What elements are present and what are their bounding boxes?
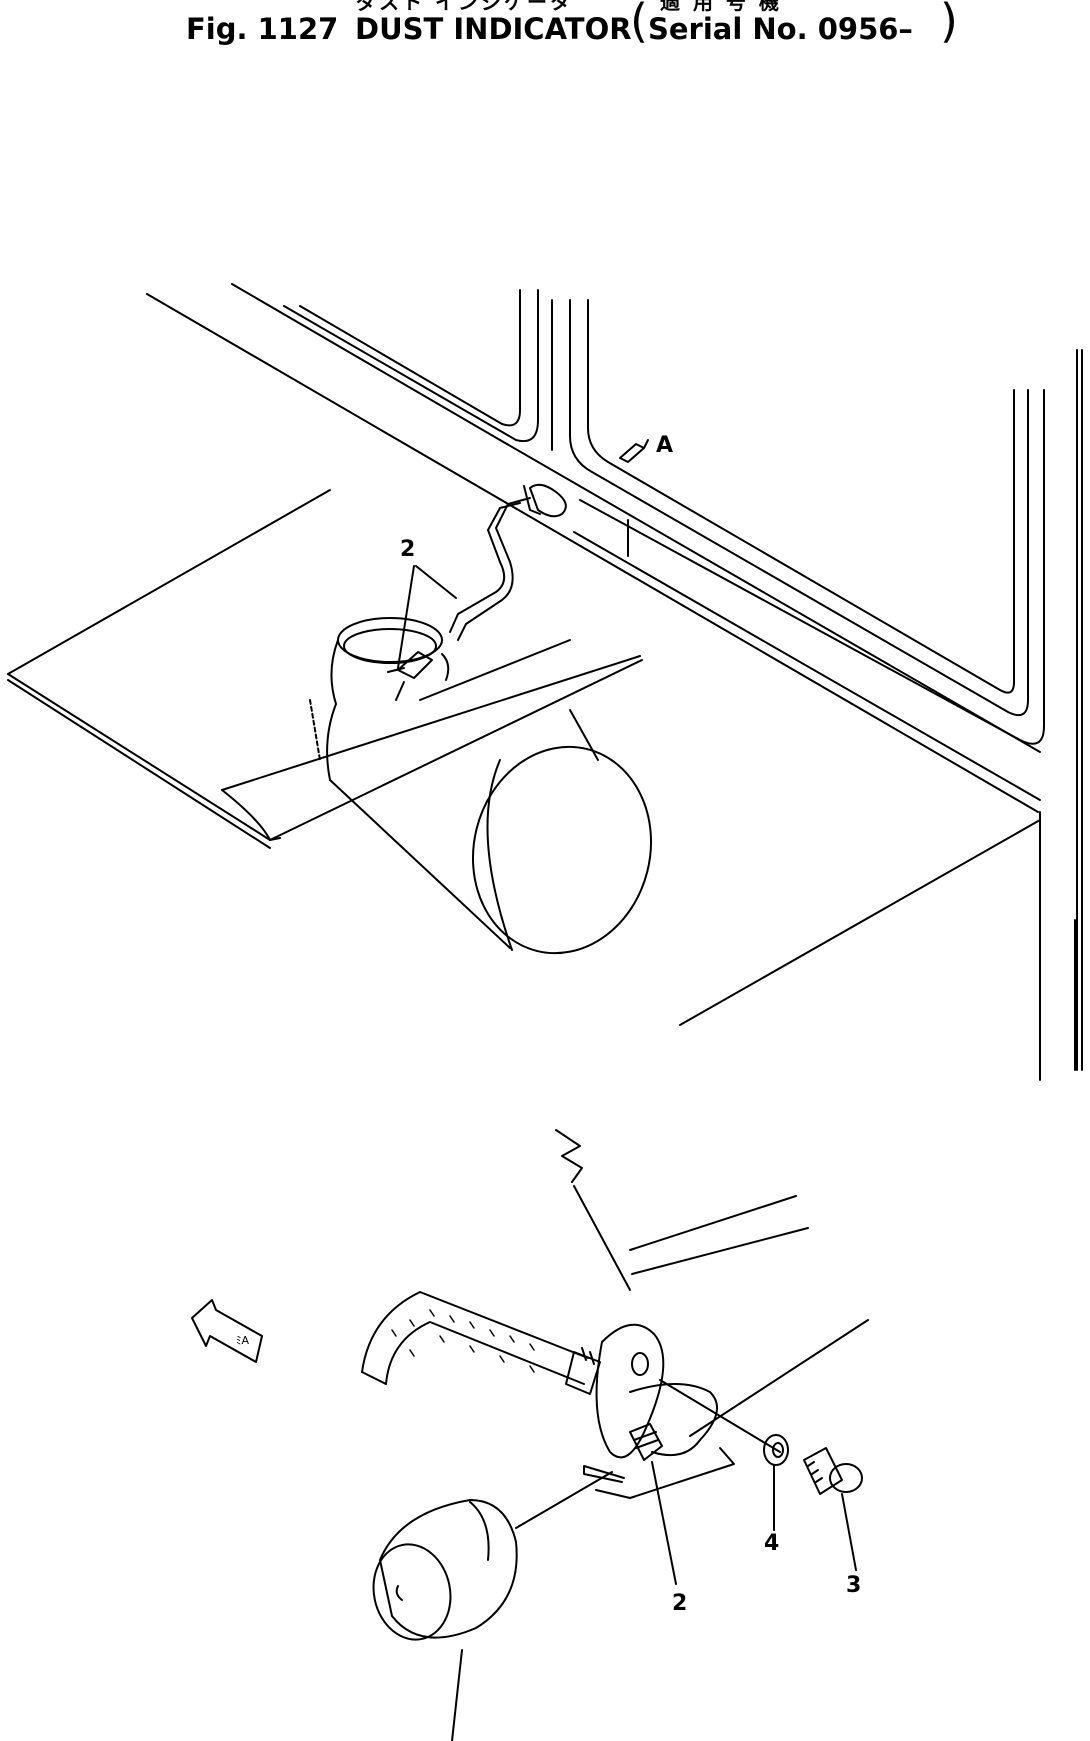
platform-plate: [7, 489, 643, 849]
callout-label-2-upper: 2: [400, 537, 415, 562]
lower-hose: [361, 1291, 601, 1395]
lower-callouts: 2 4 3: [651, 1461, 861, 1616]
serial-close-paren: ): [940, 0, 958, 48]
window-frame: [283, 289, 1045, 745]
callout-label-2-lower: 2: [672, 1591, 687, 1616]
callout-2-upper: 2: [397, 537, 457, 669]
indicator-hose: [449, 483, 567, 641]
view-arrow-a: A: [619, 433, 673, 463]
figure-number: Fig. 1127: [186, 12, 339, 46]
serial-range: Serial No. 0956–: [648, 12, 913, 46]
break-line: [555, 1129, 809, 1291]
dust-indicator-body: [372, 1471, 613, 1741]
figure-title: DUST INDICATOR: [355, 12, 632, 46]
bolt-part-3: [803, 1447, 863, 1571]
frame-structure: [146, 283, 1083, 1081]
serial-kanji: 適 用 号 機: [660, 0, 782, 14]
view-arrow-a-detail: ﾐA: [191, 1299, 263, 1363]
view-label-a: A: [656, 433, 673, 458]
mounting-bracket: [583, 1319, 869, 1499]
callout-label-4: 4: [764, 1531, 779, 1556]
callout-label-3: 3: [846, 1573, 861, 1598]
elbow-fitting: [629, 1423, 663, 1461]
serial-open-paren: (: [630, 0, 648, 48]
figure-header: ダスト インジケータ 適 用 号 機 Fig. 1127 DUST INDICA…: [0, 0, 1090, 52]
title-katakana: ダスト インジケータ: [356, 0, 573, 14]
washer-part-4: [763, 1434, 789, 1531]
arrow-small-label: ﾐA: [236, 1334, 249, 1347]
